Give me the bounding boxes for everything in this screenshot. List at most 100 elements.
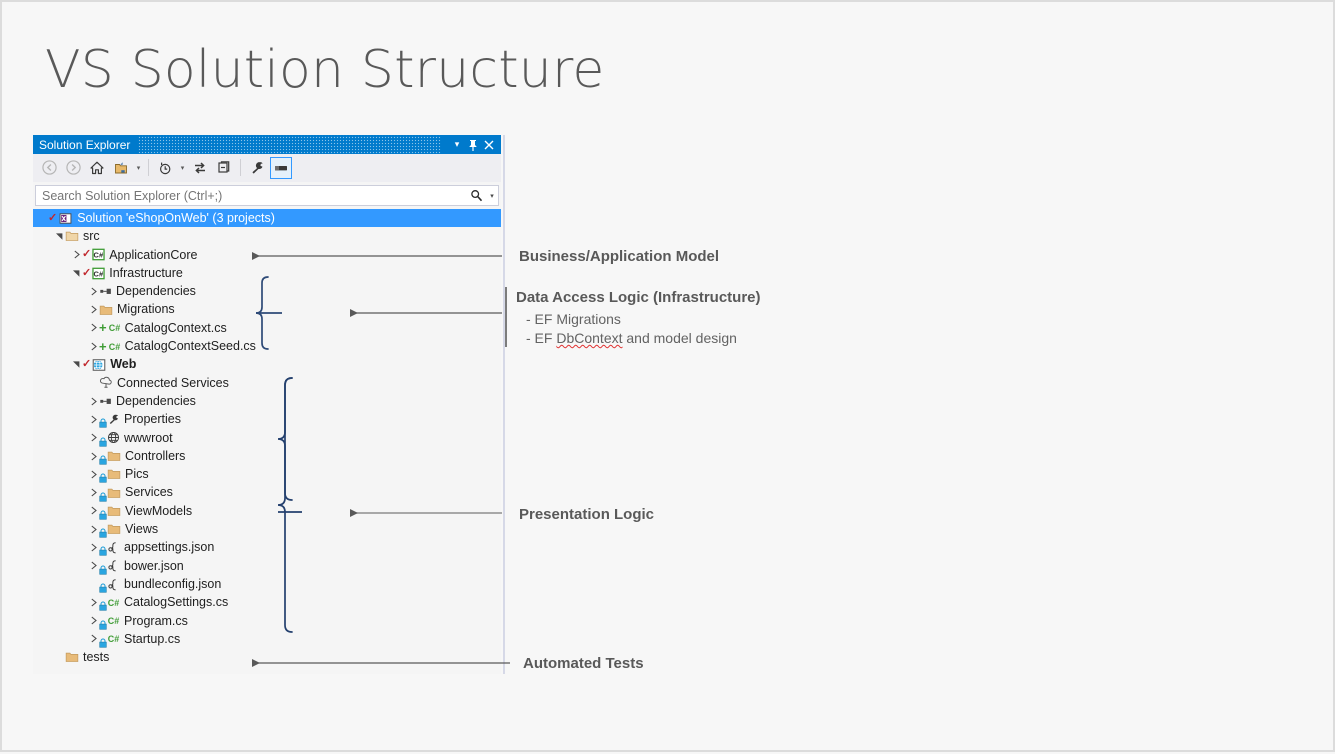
expander-collapsed-icon[interactable] xyxy=(88,319,99,337)
annotation-data-access-title: Data Access Logic (Infrastructure) xyxy=(516,289,761,306)
tree-item-properties[interactable]: Properties xyxy=(33,410,501,429)
annotation-business-title: Business/Application Model xyxy=(519,248,720,265)
sync-dropdown-chevron-down-icon[interactable]: ▾ xyxy=(136,164,141,172)
csharp-file-icon: C# xyxy=(107,632,120,645)
svg-text:C#: C# xyxy=(108,323,119,333)
wrench-icon xyxy=(107,413,120,426)
expander-expanded-icon[interactable] xyxy=(71,356,82,374)
expander-collapsed-icon[interactable] xyxy=(88,282,99,300)
expander-collapsed-icon[interactable] xyxy=(88,520,99,538)
tree-item-solution-eshoponweb-3-projects[interactable]: ✓Solution 'eShopOnWeb' (3 projects) xyxy=(33,209,501,228)
page-title: VS Solution Structure xyxy=(45,40,605,100)
source-control-lock-icon xyxy=(99,635,107,648)
expander-collapsed-icon[interactable] xyxy=(88,429,99,447)
expander-collapsed-icon[interactable] xyxy=(71,246,82,264)
expander-collapsed-icon[interactable] xyxy=(88,538,99,556)
wrench-icon[interactable] xyxy=(246,157,268,179)
tree-item-catalogcontextseed-cs[interactable]: +C#CatalogContextSeed.cs xyxy=(33,337,501,355)
tree-item-infrastructure[interactable]: ✓C#Infrastructure xyxy=(33,264,501,282)
tree-item-bower-json[interactable]: bower.json xyxy=(33,557,501,575)
refresh-arrows-icon[interactable] xyxy=(189,157,211,179)
expander-collapsed-icon[interactable] xyxy=(88,502,99,520)
expander-none xyxy=(88,575,99,593)
expander-collapsed-icon[interactable] xyxy=(88,301,99,319)
dependencies-icon xyxy=(99,395,112,408)
toolbar-separator-1 xyxy=(148,159,149,176)
json-file-icon xyxy=(107,559,120,572)
expander-collapsed-icon[interactable] xyxy=(88,630,99,648)
search-input[interactable] xyxy=(36,186,466,205)
expander-collapsed-icon[interactable] xyxy=(88,410,99,428)
source-control-lock-icon xyxy=(99,452,107,465)
preview-window-icon[interactable] xyxy=(270,156,292,179)
csharp-project-icon: C# xyxy=(92,248,105,261)
tree-item-program-cs[interactable]: C#Program.cs xyxy=(33,612,501,630)
folder-icon xyxy=(107,522,121,536)
titlebar-drag-handle[interactable] xyxy=(138,135,441,154)
tree-item-dependencies[interactable]: Dependencies xyxy=(33,392,501,410)
expander-expanded-icon[interactable] xyxy=(71,264,82,282)
tree-item-controllers[interactable]: Controllers xyxy=(33,447,501,465)
source-control-lock-icon xyxy=(99,525,107,538)
pending-dropdown-chevron-down-icon[interactable]: ▾ xyxy=(180,164,185,172)
tree-item-connected-services[interactable]: Connected Services xyxy=(33,374,501,392)
window-dropdown-icon[interactable]: ▾ xyxy=(454,139,460,149)
tree-item-label: Infrastructure xyxy=(109,265,183,280)
json-file-icon xyxy=(107,541,120,554)
back-arrow-icon[interactable] xyxy=(38,157,60,179)
tree-item-bundleconfig-json[interactable]: bundleconfig.json xyxy=(33,575,501,593)
tree-item-src[interactable]: src xyxy=(33,227,501,245)
tree-item-label: CatalogContext.cs xyxy=(124,320,227,335)
tree-item-label: appsettings.json xyxy=(124,540,215,555)
expander-collapsed-icon[interactable] xyxy=(88,447,99,465)
search-dropdown-chevron-down-icon[interactable]: ▾ xyxy=(490,192,494,200)
collapse-all-icon[interactable] xyxy=(213,157,235,179)
expander-collapsed-icon[interactable] xyxy=(88,392,99,410)
pin-icon[interactable] xyxy=(465,136,481,153)
expander-collapsed-icon[interactable] xyxy=(88,465,99,483)
expander-collapsed-icon[interactable] xyxy=(88,593,99,611)
csharp-file-icon: C# xyxy=(107,614,120,627)
toolbar-separator-2 xyxy=(240,159,241,176)
source-control-lock-icon xyxy=(99,507,107,520)
checked-in-checkmark-icon: ✓ xyxy=(82,248,92,261)
source-control-lock-icon xyxy=(99,415,107,429)
home-icon[interactable] xyxy=(86,157,108,179)
tree-item-viewmodels[interactable]: ViewModels xyxy=(33,502,501,520)
tree-item-appsettings-json[interactable]: appsettings.json xyxy=(33,538,501,557)
sync-folder-icon[interactable] xyxy=(110,157,132,179)
tree-item-tests[interactable]: tests xyxy=(33,648,501,666)
source-control-lock-icon xyxy=(99,562,107,575)
expander-none xyxy=(37,209,48,227)
expander-collapsed-icon[interactable] xyxy=(88,557,99,575)
folder-icon xyxy=(65,650,79,664)
tree-item-views[interactable]: Views xyxy=(33,520,501,538)
magnifier-icon[interactable] xyxy=(466,189,486,202)
tree-item-catalogcontext-cs[interactable]: +C#CatalogContext.cs xyxy=(33,319,501,337)
tree-item-services[interactable]: Services xyxy=(33,483,501,502)
tree-item-startup-cs[interactable]: C#Startup.cs xyxy=(33,630,501,648)
expander-collapsed-icon[interactable] xyxy=(88,484,99,502)
pending-add-plus-icon: + xyxy=(99,338,107,354)
tree-item-label: Dependencies xyxy=(116,284,196,299)
tree-item-catalogsettings-cs[interactable]: C#CatalogSettings.cs xyxy=(33,593,501,611)
tree-item-dependencies[interactable]: Dependencies xyxy=(33,282,501,300)
tree-item-pics[interactable]: Pics xyxy=(33,465,501,483)
forward-arrow-icon[interactable] xyxy=(62,157,84,179)
expander-collapsed-icon[interactable] xyxy=(88,337,99,355)
solution-tree[interactable]: ✓Solution 'eShopOnWeb' (3 projects)src✓C… xyxy=(33,209,501,666)
expander-collapsed-icon[interactable] xyxy=(88,612,99,630)
clock-icon[interactable] xyxy=(154,157,176,179)
tree-item-wwwroot[interactable]: wwwroot xyxy=(33,429,501,447)
bullet-2-suffix: and model design xyxy=(622,330,737,346)
json-file-icon xyxy=(107,578,120,591)
expander-expanded-icon[interactable] xyxy=(54,227,65,245)
search-box[interactable]: ▾ xyxy=(35,185,499,206)
tree-item-migrations[interactable]: Migrations xyxy=(33,300,501,318)
checked-in-checkmark-icon: ✓ xyxy=(82,266,92,279)
tree-item-label: Connected Services xyxy=(117,375,229,390)
tree-item-label: Services xyxy=(125,485,173,500)
close-icon[interactable] xyxy=(481,136,497,153)
tree-item-applicationcore[interactable]: ✓C#ApplicationCore xyxy=(33,246,501,264)
tree-item-web[interactable]: ✓Web xyxy=(33,355,501,373)
